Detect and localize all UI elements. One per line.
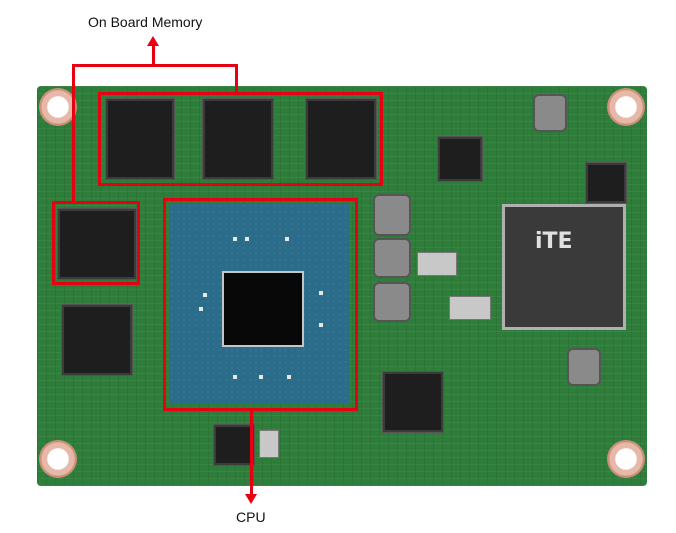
on-board-memory-label: On Board Memory [88,14,203,30]
smd-component [449,296,491,320]
memory-highlight-box [98,92,383,186]
inductor [533,94,567,132]
arrow-up-icon [147,36,159,46]
cpu-die [222,271,304,347]
memory-callout-line [152,44,155,66]
memory-callout-line [72,64,75,202]
ic-chip [61,304,133,376]
mounting-hole [39,88,77,126]
cpu-label: CPU [236,509,266,525]
memory-chip [305,98,377,180]
smd-component [417,252,457,276]
arrow-down-icon [245,494,257,504]
ic-chip [585,162,627,204]
pcb-board-photo: iTE [37,86,647,486]
memory-chip [57,208,137,280]
ite-logo: iTE [535,229,573,254]
inductor [373,238,411,278]
ic-chip [437,136,483,182]
cpu-highlight-box [163,198,358,411]
mounting-hole [607,440,645,478]
cpu-package [169,203,349,403]
memory-chip [105,98,175,180]
ic-chip [382,371,444,433]
memory-callout-line [72,64,238,67]
ic-chip [213,424,255,466]
inductor [373,282,411,322]
inductor [373,194,411,236]
memory-callout-line [235,64,238,94]
inductor [567,348,601,386]
cpu-callout-line [250,409,253,495]
ite-controller-chip: iTE [502,204,626,330]
mounting-hole [39,440,77,478]
memory-highlight-box [52,201,140,285]
smd-component [259,430,279,458]
mounting-hole [607,88,645,126]
memory-chip [202,98,274,180]
